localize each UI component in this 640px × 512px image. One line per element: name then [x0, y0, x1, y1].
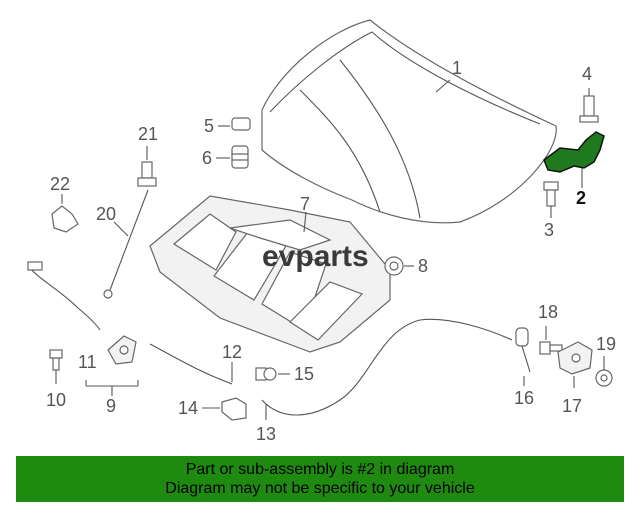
callout-8: 8: [418, 256, 428, 276]
callout-6: 6: [202, 148, 212, 168]
bolt-3: [543, 181, 559, 207]
callout-7: 7: [300, 194, 310, 214]
callout-13: 13: [256, 424, 276, 444]
watermark-brand: evparts: [262, 240, 369, 273]
clip-21: [137, 161, 157, 187]
callout-16: 16: [514, 388, 534, 408]
callout-9: 9: [106, 396, 116, 416]
support-rod-20: [103, 189, 149, 299]
bolt-15: [255, 367, 277, 381]
hood-panel: [261, 19, 557, 224]
callout-17: 17: [562, 396, 582, 416]
cable-12: [149, 343, 233, 385]
banner-line-1: Part or sub-assembly is #2 in diagram: [185, 461, 455, 478]
bolt-4: [579, 95, 599, 123]
info-banner: Part or sub-assembly is #2 in diagram Di…: [16, 456, 624, 502]
callout-11: 11: [78, 352, 97, 372]
leader-7: [303, 211, 307, 233]
callout-12: 12: [222, 342, 242, 362]
callout-21: 21: [138, 124, 158, 144]
callout-15: 15: [294, 364, 314, 384]
leader-1: [435, 79, 451, 93]
release-cable-left: [29, 267, 101, 331]
callout-20: 20: [96, 204, 116, 224]
bracket-22: [51, 205, 79, 233]
bolt-18: [539, 341, 563, 355]
callout-2: 2: [576, 188, 586, 208]
callout-10: 10: [46, 390, 66, 410]
handle-16: [515, 327, 531, 373]
latch-17: [557, 341, 593, 375]
callout-4: 4: [582, 64, 592, 84]
cable-13: [261, 318, 513, 416]
nut-19: [595, 369, 613, 387]
grommet-8: [384, 256, 404, 276]
callout-1: 1: [452, 58, 462, 78]
callout-14: 14: [178, 398, 198, 418]
cable-end-left: [27, 261, 43, 271]
latch-assembly: [107, 335, 137, 365]
hood-inner-frame: [149, 195, 391, 353]
hood-hinge-highlighted: [543, 131, 605, 173]
callout-5: 5: [204, 116, 214, 136]
callout-19: 19: [596, 334, 616, 354]
leader-20: [113, 221, 129, 237]
bracket-14: [221, 397, 247, 421]
callout-22: 22: [50, 174, 70, 194]
banner-line-2: Diagram may not be specific to your vehi…: [165, 480, 475, 497]
callout-3: 3: [544, 220, 554, 240]
bumper-5: [231, 117, 251, 131]
screw-10: [49, 349, 63, 371]
bumper-6: [231, 145, 249, 169]
callout-18: 18: [538, 302, 558, 322]
bracket-leader-9: [85, 380, 139, 396]
parts-diagram: 1 7 evparts 2 4 3 5 6: [27, 19, 616, 444]
